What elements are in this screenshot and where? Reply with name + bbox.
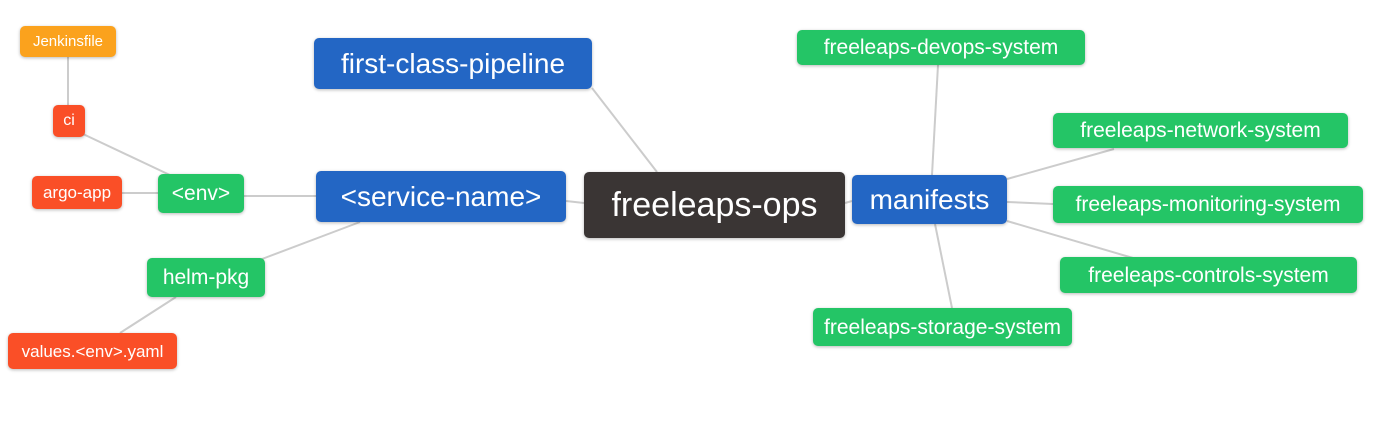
node-freeleaps-controls-system[interactable]: freeleaps-controls-system <box>1060 257 1357 293</box>
edge-freeleaps-ops-manifests <box>844 200 853 204</box>
node-argo-app[interactable]: argo-app <box>32 176 122 209</box>
node-freeleaps-monitoring-system[interactable]: freeleaps-monitoring-system <box>1053 186 1363 223</box>
edge-manifests-network <box>1006 148 1115 180</box>
node-helm-pkg[interactable]: helm-pkg <box>147 258 265 297</box>
edge-helm-pkg-service-name <box>261 221 361 260</box>
node-manifests[interactable]: manifests <box>852 175 1007 224</box>
edge-ci-env <box>82 133 173 177</box>
node-env[interactable]: <env> <box>158 174 244 213</box>
edge-pipeline-freeleaps-ops <box>591 87 658 173</box>
node-freeleaps-network-system[interactable]: freeleaps-network-system <box>1053 113 1348 148</box>
edge-values-helm-pkg <box>119 296 177 334</box>
node-freeleaps-devops-system[interactable]: freeleaps-devops-system <box>797 30 1085 65</box>
edge-service-name-freeleaps-ops <box>565 200 585 204</box>
node-first-class-pipeline[interactable]: first-class-pipeline <box>314 38 592 89</box>
edge-manifests-devops <box>931 64 939 176</box>
node-jenkinsfile[interactable]: Jenkinsfile <box>20 26 116 57</box>
edge-manifests-controls <box>1006 220 1134 259</box>
node-ci[interactable]: ci <box>53 105 85 137</box>
node-freeleaps-ops[interactable]: freeleaps-ops <box>584 172 845 238</box>
node-freeleaps-storage-system[interactable]: freeleaps-storage-system <box>813 308 1072 346</box>
node-values-env-yaml[interactable]: values.<env>.yaml <box>8 333 177 369</box>
edge-manifests-storage <box>934 223 953 309</box>
node-service-name[interactable]: <service-name> <box>316 171 566 222</box>
edge-manifests-monitoring <box>1006 201 1054 205</box>
